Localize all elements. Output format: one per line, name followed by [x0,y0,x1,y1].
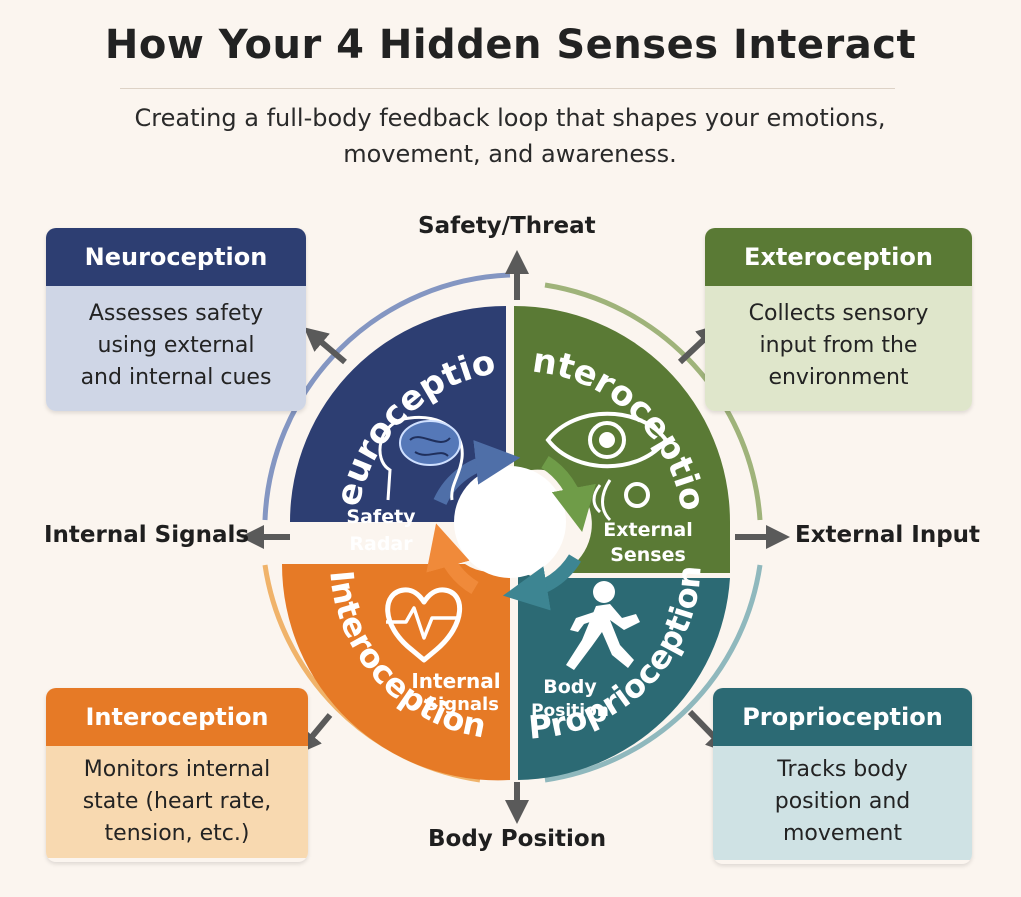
card-interoception-title: Interoception [46,688,308,746]
card-proprioception-line: position and [774,789,911,814]
cycle-arrow-navy [433,440,521,506]
card-interoception-body: Monitors internal state (heart rate, ten… [46,746,308,858]
cycle-arrow-green [541,456,596,533]
sublabel-internal: Internal [411,669,500,693]
card-proprioception-title: Proprioception [713,688,972,746]
outer-ring-arc-teal [544,564,763,783]
card-neuroception: Neuroception Assesses safety using exter… [46,228,306,411]
card-exteroception-line: Collects sensory [748,301,929,326]
eye-icon [545,411,669,522]
quadrant-proprioception [518,568,730,780]
heart-pulse-icon [385,587,462,663]
card-exteroception-body: Collects sensory input from the environm… [705,286,972,411]
wheel-center [454,466,566,578]
page-title: How Your 4 Hidden Senses Interact [104,22,917,68]
card-neuroception-line: using external [97,333,255,358]
brain-head-icon [378,415,464,501]
outer-ring-arc-green [544,282,763,521]
outer-ring-arc-navy [262,272,511,521]
arrow-bottom-left [297,713,333,755]
sublabel-body: Body [543,676,597,698]
card-exteroception-line: environment [768,365,909,390]
card-proprioception-line: Tracks body [777,757,908,782]
direction-label-bottom: Body Position [428,826,607,852]
card-exteroception-title: Exteroception [705,228,972,286]
card-interoception-line: Monitors internal [83,757,271,782]
sublabel-signals: Signals [425,694,499,715]
card-neuroception-title: Neuroception [46,228,306,286]
card-proprioception: Proprioception Tracks body position and … [713,688,972,864]
direction-label-left: Internal Signals [44,522,250,548]
card-proprioception-line: movement [783,821,902,846]
card-interoception: Interoception Monitors internal state (h… [46,688,308,862]
card-interoception-line: state (heart rate, [82,789,272,814]
card-neuroception-line: and internal cues [80,365,272,390]
card-proprioception-body: Tracks body position and movement [713,746,972,860]
card-neuroception-body: Assesses safety using external and inter… [46,286,306,411]
card-interoception-line: tension, etc.) [104,821,250,846]
title-divider [120,88,895,89]
sublabel-senses: Senses [610,544,686,566]
page-subtitle: Creating a full-body feedback loop that … [134,104,886,168]
direction-label-top: Safety/Threat [418,213,596,239]
arrow-top-left [303,327,347,365]
cycle-arrow-orange [426,523,479,595]
card-exteroception-line: input from the [759,333,918,358]
direction-label-right: External Input [795,522,981,548]
quadrant-neuroception [290,306,506,522]
sublabel-external: External [603,519,692,541]
sublabel-radar: Radar [349,533,413,555]
sublabel-safety: Safety [346,506,416,528]
cycle-arrow-teal [502,554,582,611]
running-person-icon [566,581,640,670]
sublabel-position: Position [531,701,609,721]
card-neuroception-line: Assesses safety [88,301,264,326]
card-exteroception: Exteroception Collects sensory input fro… [705,228,972,411]
